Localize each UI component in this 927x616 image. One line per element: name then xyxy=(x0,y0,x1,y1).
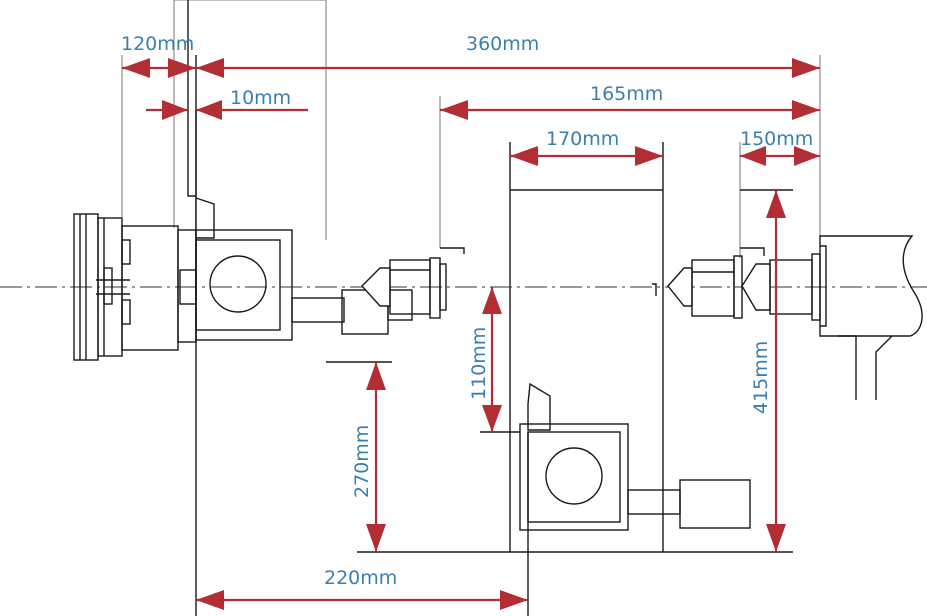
dim-label-10: 10mm xyxy=(230,87,291,109)
extension-lines xyxy=(121,0,821,616)
dim-label-360: 360mm xyxy=(466,33,539,55)
dim-label-150: 150mm xyxy=(740,128,813,150)
right-headstock xyxy=(819,235,923,400)
center-drill-left xyxy=(361,247,465,319)
left-tool-turret xyxy=(187,0,413,341)
left-spindle-chuck xyxy=(73,213,197,361)
dim-label-165: 165mm xyxy=(590,83,663,105)
dim-label-170: 170mm xyxy=(546,128,619,150)
dim-label-270: 270mm xyxy=(351,425,373,498)
dim-label-415: 415mm xyxy=(750,341,772,414)
dimension-labels: 120mm 360mm 10mm 165mm 170mm 150mm 110mm… xyxy=(121,33,813,589)
dim-label-120: 120mm xyxy=(121,33,194,55)
dimension-lines xyxy=(122,58,820,610)
dim-label-110: 110mm xyxy=(468,327,490,400)
center-drill-right xyxy=(652,247,821,321)
dim-label-220: 220mm xyxy=(324,567,397,589)
lower-tool-turret xyxy=(519,382,751,531)
